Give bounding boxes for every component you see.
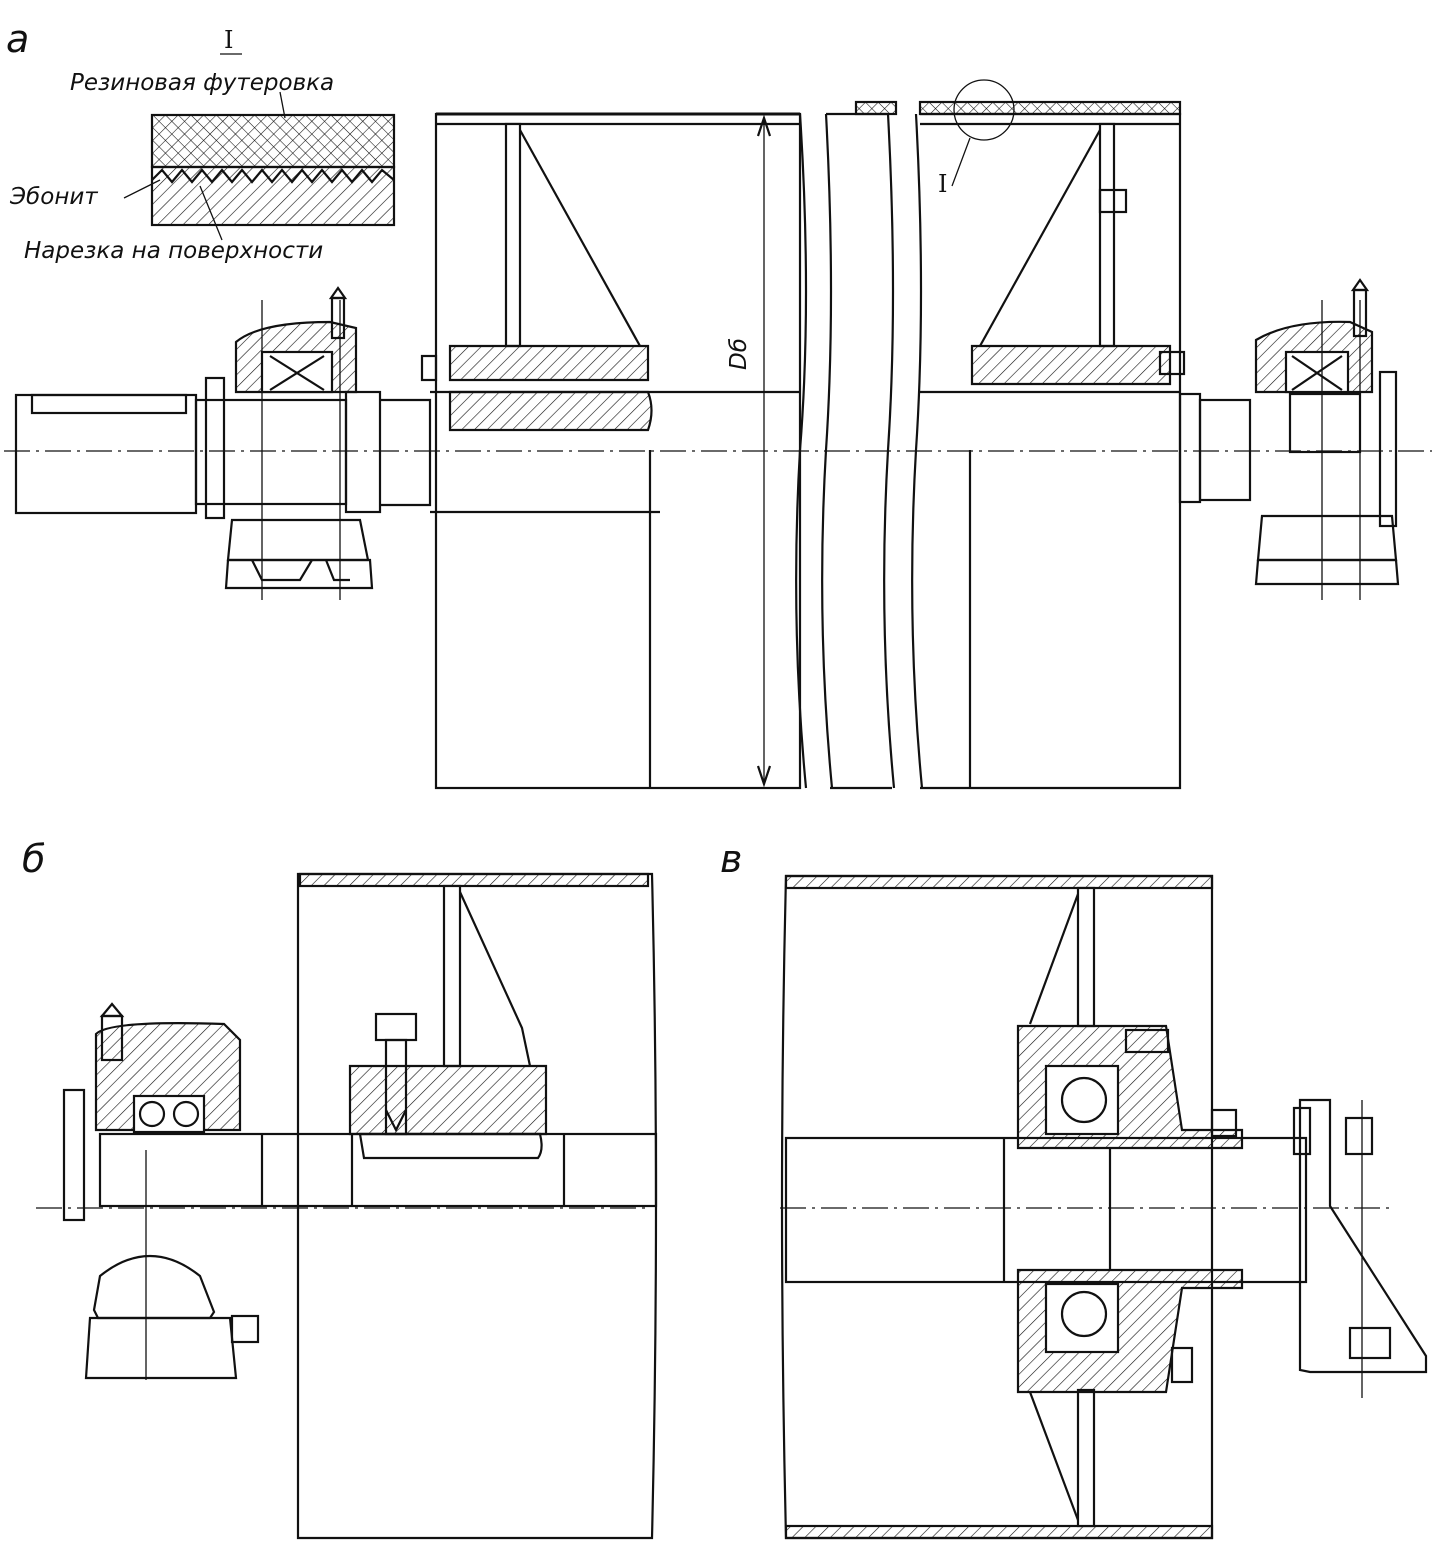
locking-bolt-head bbox=[374, 1012, 418, 1042]
panel-c-label: в bbox=[720, 837, 742, 881]
upper-ball-bearing-c bbox=[1044, 1064, 1120, 1136]
key-slot bbox=[30, 393, 188, 415]
drum-diameter-label: Dб bbox=[726, 338, 752, 370]
panel-a-label: а bbox=[6, 17, 29, 61]
right-bearing-housing-a bbox=[1254, 278, 1400, 600]
detail-i-marker: I bbox=[224, 26, 233, 54]
panel-c: в bbox=[720, 837, 1428, 1540]
drum-shell-right-a: I bbox=[918, 79, 1186, 790]
drum-diameter-dimension: Dб bbox=[726, 114, 772, 788]
right-hub-a bbox=[970, 344, 1172, 386]
left-disk-a bbox=[504, 122, 522, 348]
rubber-lining-label: Резиновая футеровка bbox=[70, 70, 334, 96]
ball-bearing-b bbox=[132, 1094, 206, 1134]
support-bracket-c bbox=[1298, 1098, 1428, 1374]
left-hub-a bbox=[448, 344, 650, 382]
detail-i: I Резиновая футеровка Эбонит Нарезка на … bbox=[9, 26, 396, 264]
ebonite-teeth bbox=[151, 168, 395, 184]
rubber-lining-strip bbox=[918, 100, 1182, 116]
drum-shell-middle-a bbox=[795, 100, 924, 790]
lower-ball-bearing-c bbox=[1044, 1282, 1120, 1354]
panel-b: б bbox=[22, 837, 658, 1540]
housing-support-b bbox=[92, 1255, 216, 1320]
right-disk-a bbox=[1098, 122, 1116, 348]
panel-a: а I Резиновая футеровка Эбонит Нарезка н… bbox=[4, 17, 1432, 790]
bracket-bolt-c bbox=[1344, 1116, 1374, 1156]
drum-shell-left-a bbox=[420, 112, 802, 790]
surface-cut-label: Нарезка на поверхности bbox=[24, 238, 323, 264]
section-marker-label: I bbox=[938, 170, 947, 198]
panel-b-label: б bbox=[22, 837, 45, 881]
drum-shell-c bbox=[780, 874, 1214, 1540]
disk-b bbox=[442, 884, 462, 1068]
left-bearing-housing-a bbox=[204, 286, 374, 600]
rubber-lining-layer bbox=[150, 113, 396, 169]
shell-layer bbox=[150, 165, 396, 227]
upper-disk-c bbox=[1076, 886, 1096, 1028]
hub-b bbox=[348, 1064, 548, 1136]
lower-disk-c bbox=[1076, 1388, 1096, 1528]
drum-shell-b bbox=[296, 872, 658, 1540]
detail-i-callout-circle bbox=[953, 79, 1015, 141]
ebonite-label: Эбонит bbox=[9, 184, 98, 210]
